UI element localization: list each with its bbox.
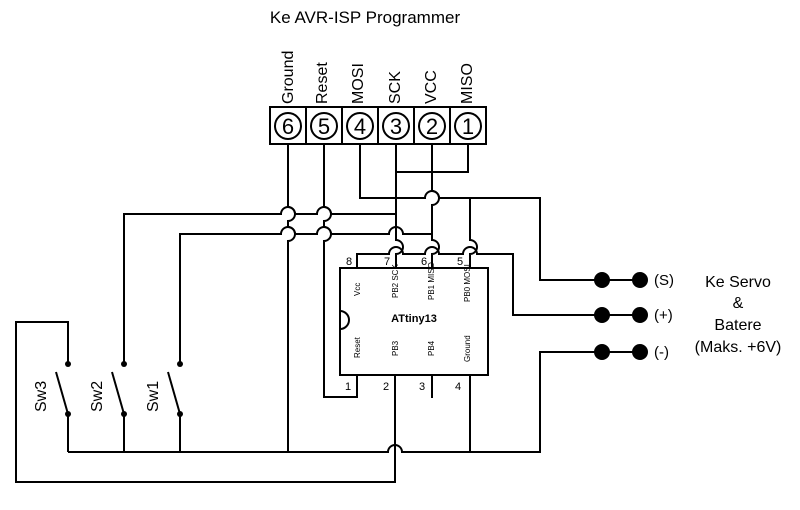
header-pin-3	[382, 112, 410, 140]
side-label-line-1: Ke Servo	[705, 274, 771, 291]
side-label-line-2: &	[733, 295, 744, 312]
header-pin-6	[274, 112, 302, 140]
connector-negative[interactable]	[594, 344, 648, 360]
side-label-line-3: Batere	[714, 317, 761, 334]
header-label-ground: Ground	[280, 51, 297, 104]
header-pin-2	[418, 112, 446, 140]
chip-pin-name-pb3: PB3	[391, 340, 400, 356]
wire-vcc-chip	[356, 246, 602, 316]
chip-pin-name-ground: Ground	[463, 335, 472, 362]
header-num-6: 6	[282, 114, 294, 139]
connector-positive[interactable]	[594, 307, 648, 323]
chip-pin-num-6: 6	[421, 256, 427, 268]
header-num-5: 5	[318, 114, 330, 139]
connector-signal[interactable]	[594, 272, 648, 288]
header-pin-4	[346, 112, 374, 140]
connector-label-negative: (-)	[654, 344, 669, 361]
wire-mosi	[359, 144, 478, 268]
chip-pin-name-pb2: PB2 SCK	[391, 264, 400, 298]
wire-pb3-sw3	[15, 321, 396, 483]
header-num-4: 4	[354, 114, 366, 139]
header-label-miso: MISO	[459, 63, 476, 104]
chip-pin-num-1: 1	[345, 381, 351, 393]
switch-label-sw2: Sw2	[89, 381, 106, 412]
chip-pin-num-4: 4	[455, 381, 461, 393]
switch-label-sw1: Sw1	[145, 381, 162, 412]
chip-pin-num-5: 5	[457, 256, 463, 268]
wire-ground	[287, 144, 296, 452]
chip-pin-num-7: 7	[384, 256, 390, 268]
wire-miso	[396, 144, 469, 173]
chip-pin-num-8: 8	[346, 256, 352, 268]
header-num-1: 1	[462, 114, 474, 139]
switch-sw3[interactable]	[55, 361, 71, 417]
chip-pin-num-3: 3	[419, 381, 425, 393]
isp-header-connector: 6 5 4 3 2 1	[269, 106, 487, 145]
switch-sw1[interactable]	[167, 361, 183, 417]
side-label-line-4: (Maks. +6V)	[695, 339, 782, 356]
chip-pin-name-reset: Reset	[353, 336, 362, 358]
chip-pin-name-pb4: PB4	[427, 340, 436, 356]
chip-body	[339, 267, 489, 376]
attiny13-chip: ATtiny13 8 7 6 5 Vcc PB2 SCK PB1 MISO PB…	[339, 256, 489, 393]
wire-signal-servo	[470, 197, 602, 281]
header-label-vcc: VCC	[423, 70, 440, 104]
wire-sw2-bus	[123, 206, 396, 364]
header-label-reset: Reset	[314, 62, 331, 104]
header-label-sck: SCK	[387, 71, 404, 104]
chip-name: ATtiny13	[391, 313, 437, 325]
header-pin-5	[310, 112, 338, 140]
wires	[15, 144, 602, 483]
chip-pin-name-pb0: PB0 MOSI	[463, 264, 472, 302]
chip-pin-name-pb1: PB1 MISO	[427, 262, 436, 300]
header-label-mosi: MOSI	[350, 63, 367, 104]
switch-label-sw3: Sw3	[33, 381, 50, 412]
connector-label-signal: (S)	[654, 272, 674, 289]
chip-pin-name-vcc: Vcc	[353, 283, 362, 296]
wire-ground-bus	[68, 375, 471, 453]
servo-battery-label: Ke Servo & Batere (Maks. +6V)	[695, 274, 782, 356]
wire-sck-chip	[395, 214, 404, 268]
diagram-title: Ke AVR-ISP Programmer	[270, 8, 461, 27]
header-pin-1	[454, 112, 482, 140]
switch-sw2[interactable]	[111, 361, 127, 417]
connector-label-positive: (+)	[654, 307, 673, 324]
chip-notch	[339, 310, 350, 330]
header-num-3: 3	[390, 114, 402, 139]
header-num-2: 2	[426, 114, 438, 139]
wire-vcc	[431, 144, 440, 268]
chip-pin-num-2: 2	[383, 381, 389, 393]
header-pin-labels: Ground Reset MOSI SCK VCC MISO	[280, 51, 476, 104]
wire-ground-servo	[470, 351, 602, 453]
